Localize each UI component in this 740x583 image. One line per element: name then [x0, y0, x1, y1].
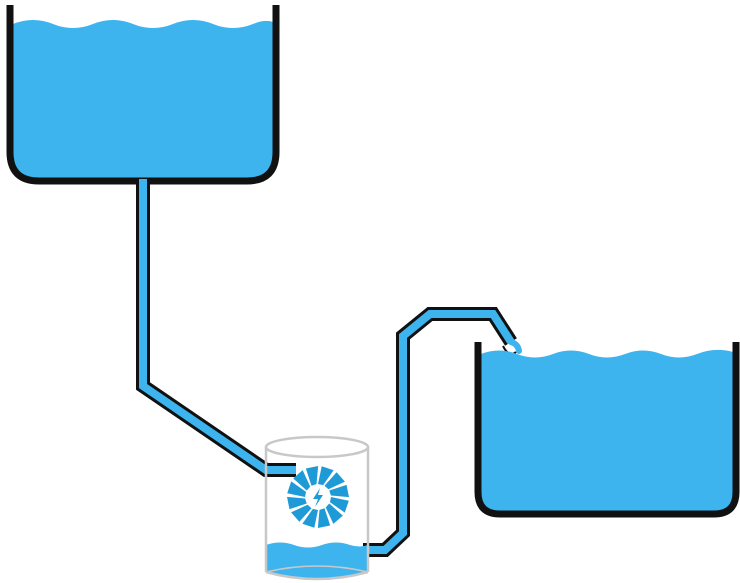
- turbine-blade: [325, 503, 343, 524]
- turbine-blade: [293, 470, 311, 491]
- lower-water-tank: [474, 342, 740, 518]
- turbine-blade: [287, 481, 307, 497]
- turbine-wheel: [287, 466, 349, 528]
- turbine-blade: [302, 508, 318, 528]
- lower-tank-water: [481, 349, 733, 511]
- lower-tank-wall: [474, 342, 740, 518]
- turbine-blade: [318, 466, 334, 486]
- turbine-blade: [324, 472, 345, 490]
- supply-pipe: [136, 179, 296, 477]
- outlet-splash: [508, 339, 522, 354]
- turbine-blade: [317, 508, 331, 528]
- turbine-blade: [329, 484, 349, 498]
- turbine-housing: [264, 435, 370, 581]
- turbine-blade: [287, 496, 307, 510]
- lightning-bolt-icon: [307, 486, 329, 508]
- turbine-blade: [291, 504, 312, 522]
- housing-water: [266, 542, 368, 579]
- upper-tank-water: [13, 20, 273, 178]
- turbine-blade: [329, 497, 349, 513]
- turbine-blade: [305, 466, 319, 486]
- upper-water-tank: [6, 5, 280, 185]
